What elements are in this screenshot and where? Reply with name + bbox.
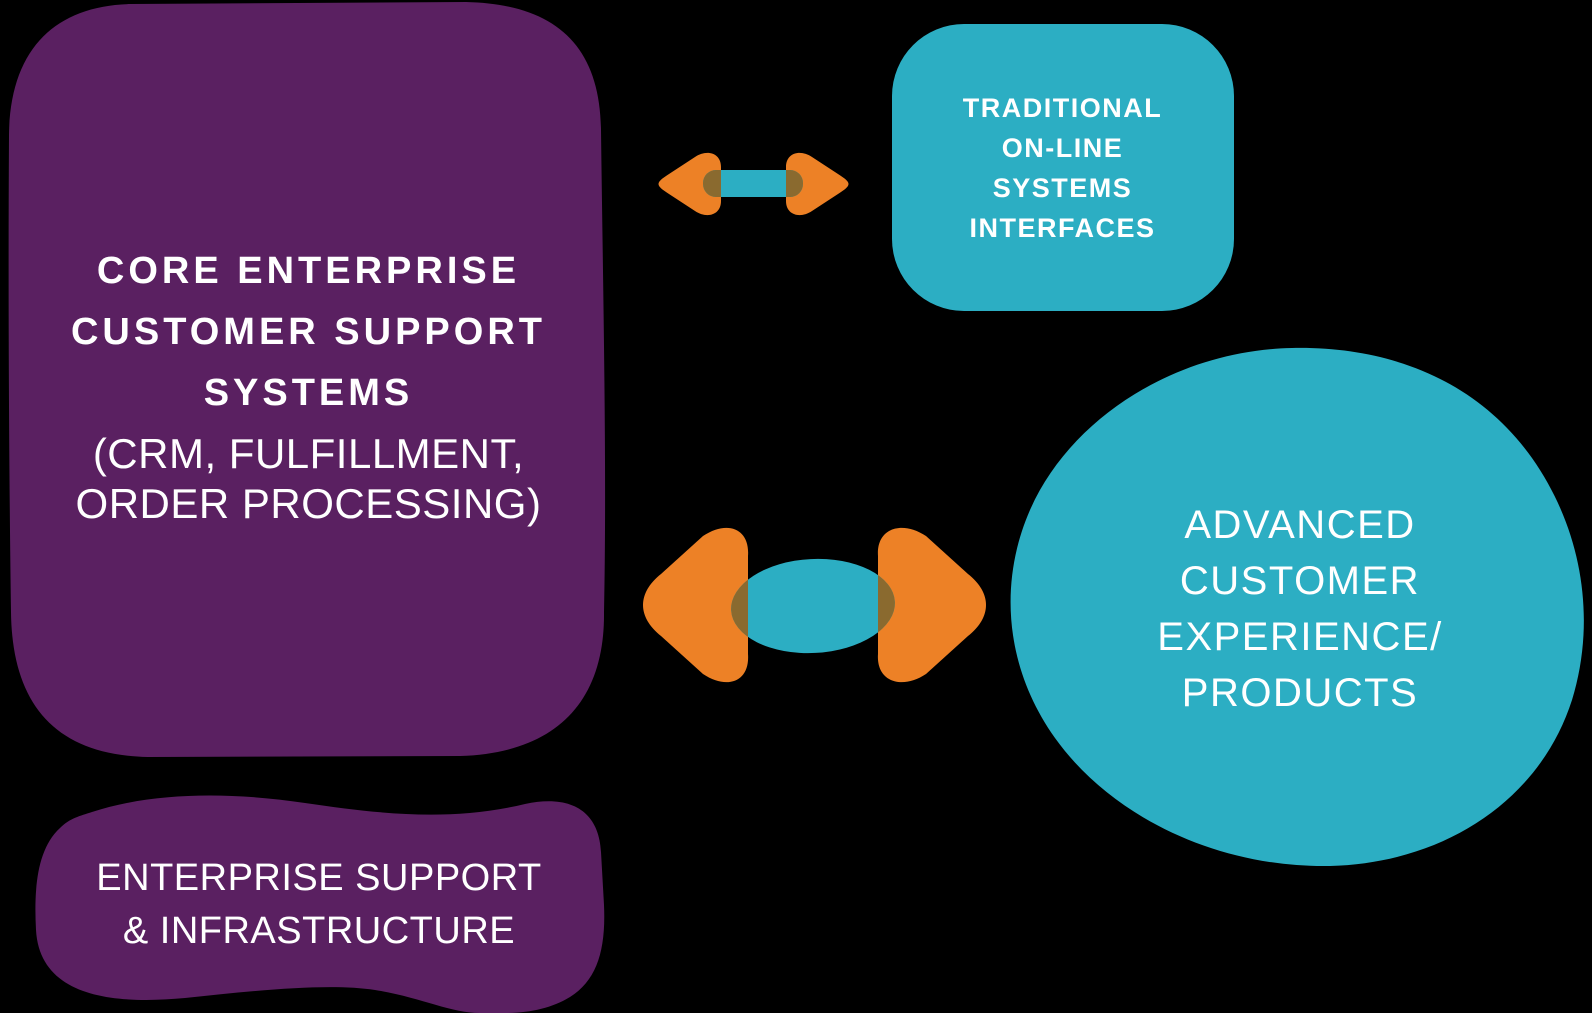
core-systems-title-line: SYSTEMS [203,372,414,414]
traditional-online-line: INTERFACES [969,213,1156,243]
traditional-online-shape [892,24,1234,311]
traditional-online-line: SYSTEMS [992,173,1133,203]
core-systems-title-line: CORE ENTERPRISE [96,250,521,292]
large-double-arrow-icon [643,527,986,683]
small-double-arrow-icon [658,152,849,216]
advanced-customer-line: EXPERIENCE/ [1157,615,1443,659]
core-systems-title: CORE ENTERPRISE CUSTOMER SUPPORT SYSTEMS [10,241,607,424]
small-arrow-right-head [786,152,849,216]
enterprise-support-label: ENTERPRISE SUPPORT & INFRASTRUCTURE [31,852,607,958]
large-arrow-left-head [643,527,749,683]
advanced-customer-shape [1010,347,1584,867]
enterprise-support-line: & INFRASTRUCTURE [122,910,516,952]
core-systems-subtitle-line: (CRM, FULFILLMENT, [92,430,525,477]
core-systems-subtitle: (CRM, FULFILLMENT, ORDER PROCESSING) [10,429,607,529]
enterprise-support-line: ENTERPRISE SUPPORT [96,857,542,899]
traditional-online-label: TRADITIONAL ON-LINE SYSTEMS INTERFACES [892,88,1233,248]
advanced-customer-line: CUSTOMER [1179,559,1421,603]
traditional-online-line: TRADITIONAL [962,93,1163,123]
core-systems-subtitle-line: ORDER PROCESSING) [75,480,542,527]
enterprise-support-shape [35,795,605,1013]
small-arrow-left-head [658,152,721,216]
advanced-customer-line: ADVANCED [1184,503,1416,547]
advanced-customer-line: PRODUCTS [1181,671,1419,715]
large-arrow-right-head [877,527,986,683]
small-arrow-overlap-left [703,170,721,197]
core-systems-shape [8,2,606,757]
core-systems-title-line: CUSTOMER SUPPORT [70,311,546,353]
advanced-customer-label: ADVANCED CUSTOMER EXPERIENCE/ PRODUCTS [1012,497,1588,721]
large-arrow-center-ellipse [731,558,895,654]
small-arrow-center-pill [703,170,803,197]
small-arrow-overlap-right [786,170,803,197]
traditional-online-line: ON-LINE [1001,133,1124,163]
